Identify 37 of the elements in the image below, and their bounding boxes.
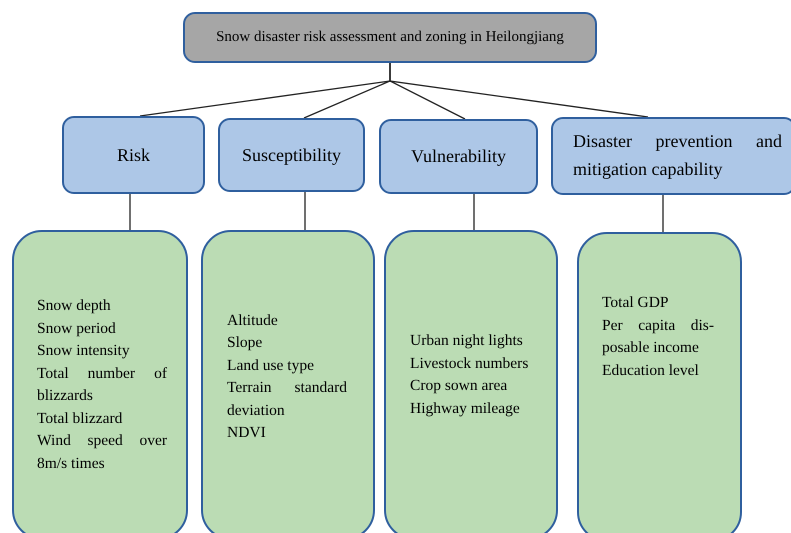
heading-text: Vulnerability [411, 146, 506, 167]
indicator-box [384, 230, 558, 533]
connector-line [662, 195, 664, 232]
indicator-box [12, 230, 188, 533]
indicator-box [201, 230, 375, 533]
connector-line [129, 194, 131, 230]
connector-line [389, 63, 648, 118]
indicator-box [577, 232, 742, 533]
heading-text: Snow disaster risk assessment and zoning in Heilongjiang [216, 29, 564, 46]
indicator-text: Terrain standard deviation [227, 378, 347, 420]
indicator-text: Altitude [227, 310, 279, 330]
category-box [551, 117, 791, 195]
indicator-text: NDVI [227, 423, 267, 443]
indicator-text: Land use type [227, 356, 315, 376]
heading-text: Risk [116, 144, 150, 166]
indicator-text: Snow depth [37, 296, 112, 316]
indicator-text: Wind speed over 8m/s times [37, 431, 167, 474]
heading-text: Disaster prevention and mitigation capability [573, 130, 782, 181]
indicator-text: Total number of blizzards [37, 364, 167, 406]
title-box [183, 12, 597, 63]
connector-line [473, 194, 475, 230]
indicator-text: Total blizzard [37, 408, 124, 428]
category-box [218, 118, 365, 192]
indicator-text: Livestock numbers [410, 354, 530, 374]
indicator-text: Education level [602, 360, 700, 380]
category-box [62, 116, 205, 194]
indicator-text: Slope [227, 333, 264, 353]
indicator-text: Total GDP [602, 293, 670, 313]
indicator-text: Urban night lights [410, 331, 524, 351]
indicator-text: Snow intensity [37, 341, 131, 361]
indicator-text: Snow period [37, 318, 117, 338]
indicator-text: Highway mileage [410, 398, 521, 418]
category-box [379, 119, 538, 194]
heading-text: Susceptibility [242, 144, 341, 166]
connector-line [304, 192, 306, 230]
indicator-text: Crop sown area [410, 376, 508, 396]
indicator-text: Per capita dis- posable income [602, 316, 714, 358]
